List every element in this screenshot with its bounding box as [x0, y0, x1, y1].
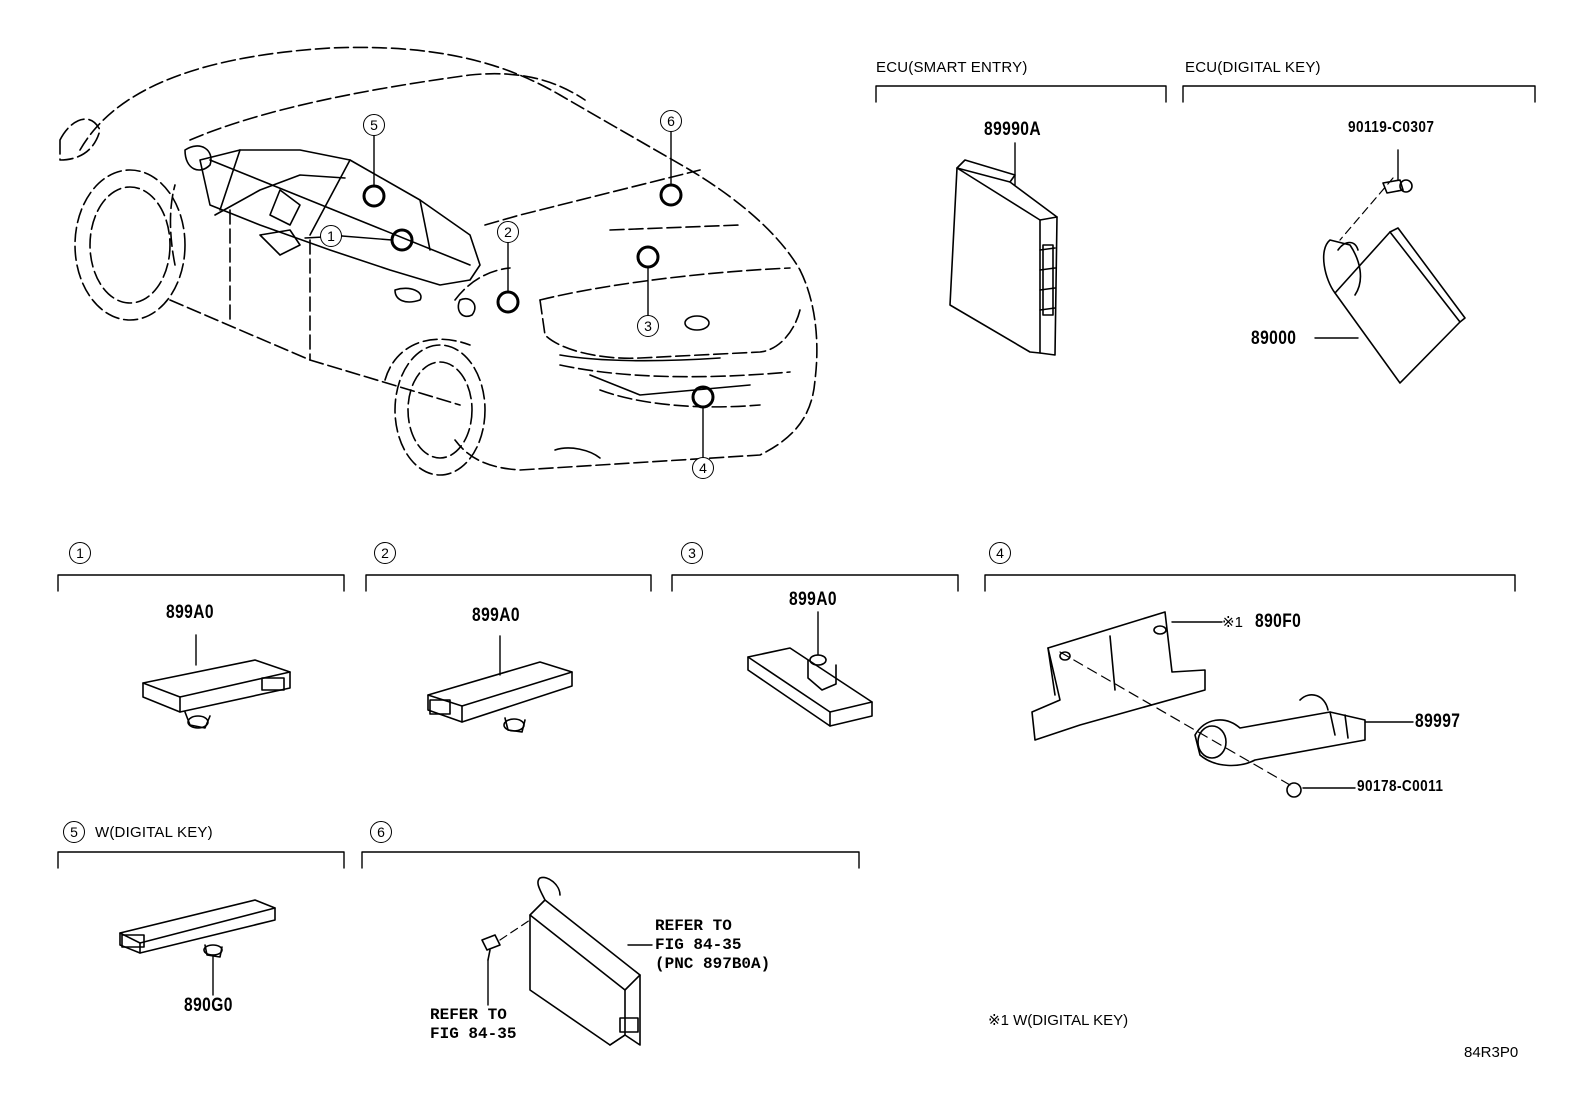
- footnote: ※1 W(DIGITAL KEY): [988, 1012, 1129, 1029]
- section5-number: 5: [63, 821, 85, 843]
- section1-part-number[interactable]: 899A0: [166, 602, 214, 623]
- section4-bracket-note-mark: ※1: [1222, 614, 1243, 631]
- figure-code: 84R3P0: [1464, 1044, 1519, 1061]
- callout-1-car: 1: [320, 225, 342, 247]
- callout-2-car: 2: [497, 221, 519, 243]
- section4-nut-part-number[interactable]: 90178-C0011: [1357, 778, 1444, 795]
- section3-number: 3: [681, 542, 703, 564]
- section6-number: 6: [370, 821, 392, 843]
- vehicle-leader-lines: [304, 131, 704, 458]
- vehicle-illustration: [59, 46, 818, 476]
- sensor-location-markers: [362, 183, 715, 409]
- section1-number: 1: [69, 542, 91, 564]
- section3-antenna-drawing: [747, 611, 873, 727]
- ecu-smart-entry-part-number[interactable]: 89990A: [984, 119, 1042, 140]
- callout-5-car: 5: [363, 114, 385, 136]
- section5-antenna-drawing: [119, 899, 276, 996]
- callout-4-car: 4: [692, 457, 714, 479]
- ecu-digital-key-bolt-number[interactable]: 90119-C0307: [1348, 119, 1435, 136]
- callout-3-car: 3: [637, 315, 659, 337]
- ecu-digital-key-title: ECU(DIGITAL KEY): [1185, 59, 1321, 76]
- ecu-smart-entry-drawing: [949, 142, 1058, 356]
- section3-part-number[interactable]: 899A0: [789, 589, 837, 610]
- ecu-digital-key-drawing: [1314, 149, 1466, 384]
- ecu-smart-entry-title: ECU(SMART ENTRY): [876, 59, 1028, 76]
- section4-sensor-part-number[interactable]: 89997: [1415, 711, 1461, 732]
- section5-title: W(DIGITAL KEY): [95, 824, 213, 841]
- section6-screw-reference[interactable]: REFER TO FIG 84-35: [430, 1006, 517, 1043]
- ecu-digital-key-part-number[interactable]: 89000: [1251, 328, 1297, 349]
- section4-number: 4: [989, 542, 1011, 564]
- section2-number: 2: [374, 542, 396, 564]
- section2-antenna-drawing: [427, 635, 573, 733]
- callout-6-car: 6: [660, 110, 682, 132]
- section4-bracket-sensor-drawing: [1031, 611, 1414, 798]
- section2-part-number[interactable]: 899A0: [472, 605, 520, 626]
- section1-antenna-drawing: [142, 634, 291, 729]
- section6-module-drawing: [481, 876, 653, 1046]
- section6-module-reference[interactable]: REFER TO FIG 84-35 (PNC 897B0A): [655, 917, 771, 973]
- section4-bracket-part-number[interactable]: 890F0: [1255, 611, 1302, 632]
- section5-part-number[interactable]: 890G0: [184, 995, 233, 1016]
- section-brackets: [57, 85, 1536, 869]
